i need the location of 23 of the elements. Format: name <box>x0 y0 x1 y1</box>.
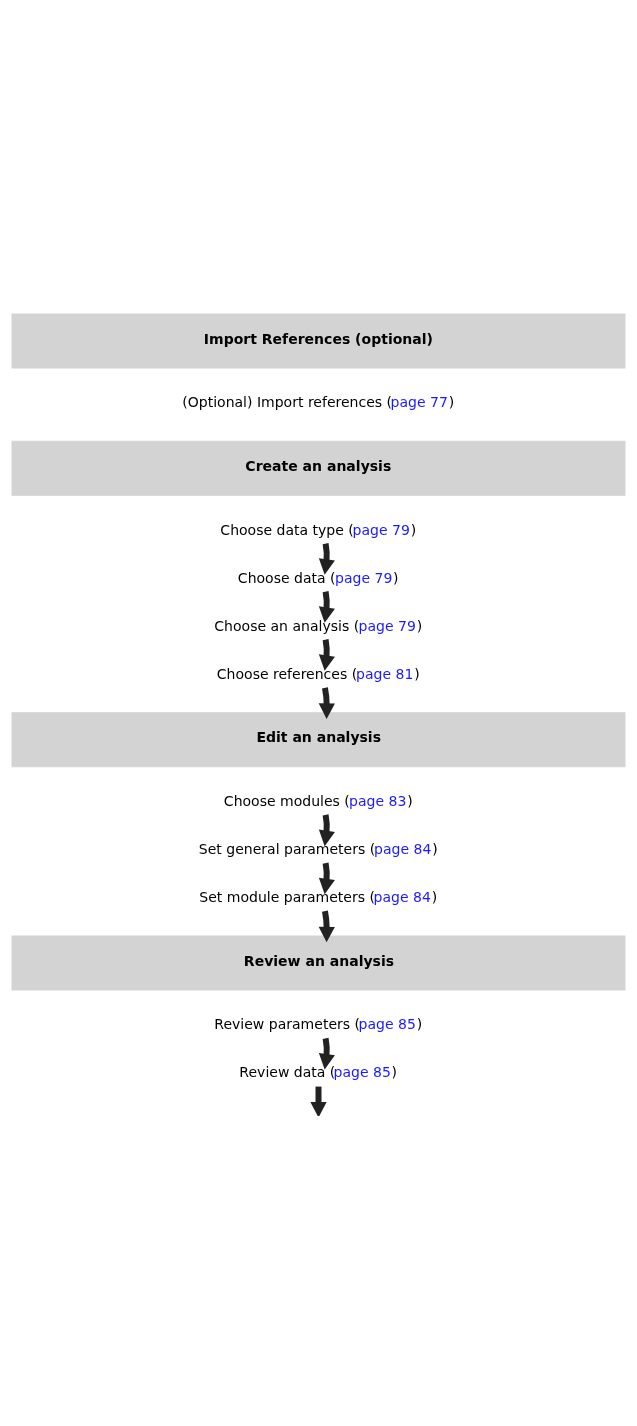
arrow <box>318 639 335 671</box>
node-box: Review an analysis <box>11 935 626 991</box>
arrow <box>318 862 335 895</box>
node-text: Choose modules (page 83) <box>223 792 413 809</box>
node-box: Create an analysis <box>11 440 626 496</box>
node-text: Review parameters (page 85) <box>214 1016 423 1033</box>
arrow <box>318 910 335 943</box>
node-text: Choose data (page 79) <box>237 569 399 586</box>
arrow <box>318 1037 335 1070</box>
arrow <box>318 543 335 575</box>
node-text: Review data (page 85) <box>239 1064 398 1081</box>
arrow <box>318 591 335 623</box>
node-text: Choose an analysis (page 79) <box>214 617 423 634</box>
node-text: Choose references (page 81) <box>216 665 420 682</box>
node-text: (Optional) Import references (page 77) <box>182 394 455 411</box>
arrow <box>310 1086 327 1116</box>
node-text: Set module parameters (page 84) <box>199 889 438 906</box>
node-box: Edit an analysis <box>11 712 626 768</box>
node-box: Import References (optional) <box>11 313 626 369</box>
arrow <box>318 814 335 847</box>
node-text: Choose data type (page 79) <box>220 521 417 538</box>
node-text: Set general parameters (page 84) <box>198 841 438 858</box>
arrow <box>318 687 335 719</box>
